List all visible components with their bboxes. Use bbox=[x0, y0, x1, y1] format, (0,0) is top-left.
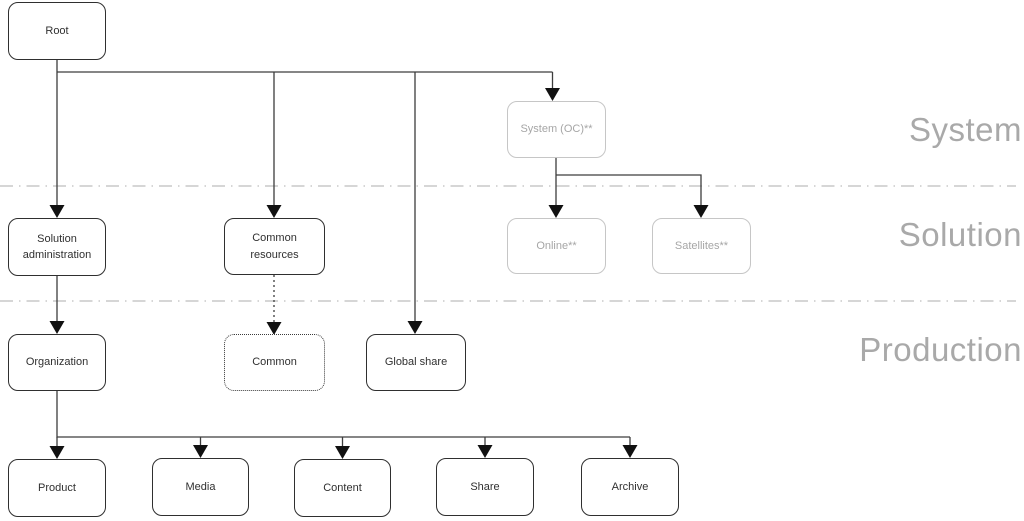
arrow-into-online bbox=[548, 205, 564, 218]
node-global-share: Global share bbox=[366, 334, 466, 391]
node-solution-administration: Solution administration bbox=[8, 218, 106, 276]
zone-label-solution: Solution bbox=[898, 216, 1022, 253]
node-system-oc: System (OC)** bbox=[507, 101, 606, 158]
node-content: Content bbox=[294, 459, 391, 517]
arrow-into-solution-administration bbox=[49, 205, 65, 218]
edge-system-oc-rail bbox=[556, 174, 702, 205]
arrow-into-archive bbox=[622, 445, 638, 458]
arrow-into-media bbox=[193, 445, 208, 458]
node-product: Product bbox=[8, 459, 106, 517]
node-media: Media bbox=[152, 458, 249, 516]
arrow-into-common bbox=[266, 322, 282, 335]
arrow-into-share bbox=[477, 445, 493, 458]
arrow-into-global-share bbox=[407, 321, 423, 334]
node-common-resources: Common resources bbox=[224, 218, 325, 275]
node-common: Common bbox=[224, 334, 325, 391]
node-archive: Archive bbox=[581, 458, 679, 516]
node-online: Online** bbox=[507, 218, 606, 274]
edge-organization-rail bbox=[56, 391, 630, 438]
arrow-into-content bbox=[335, 446, 350, 459]
arrow-into-organization bbox=[49, 321, 65, 334]
node-root: Root bbox=[8, 2, 106, 60]
zone-label-system: System bbox=[908, 111, 1022, 148]
arrowheads bbox=[49, 88, 709, 459]
connector-lines bbox=[56, 60, 702, 446]
zone-label-production: Production bbox=[859, 331, 1022, 368]
arrow-into-satellites bbox=[693, 205, 709, 218]
node-share: Share bbox=[436, 458, 534, 516]
arrow-into-system-oc bbox=[545, 88, 560, 101]
node-satellites: Satellites** bbox=[652, 218, 751, 274]
zone-separator-lines bbox=[0, 185, 1016, 302]
node-organization: Organization bbox=[8, 334, 106, 391]
arrow-into-common-resources bbox=[266, 205, 282, 218]
arrow-into-product bbox=[49, 446, 65, 459]
